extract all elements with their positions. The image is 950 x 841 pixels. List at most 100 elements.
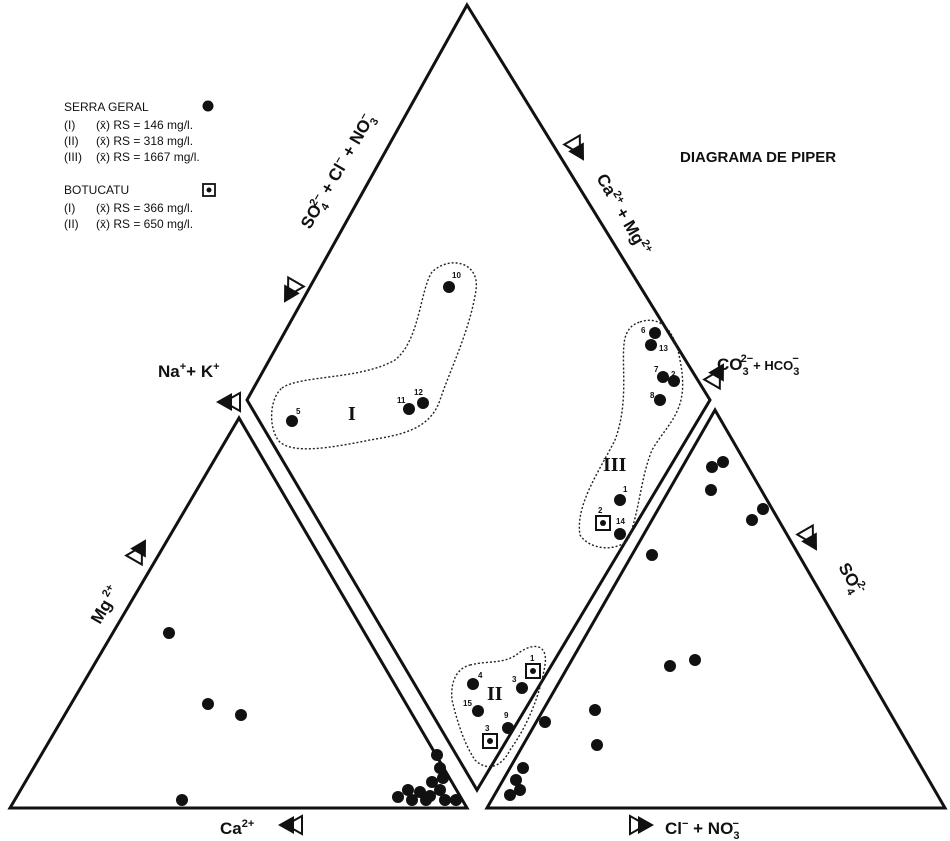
svg-text:Ca2+ + Mg2+: Ca2+ + Mg2+ [593,170,656,259]
envelope-group-i [271,262,477,450]
group-label-i: I [348,403,356,425]
serra-geral-point [689,654,701,666]
legend-text: (x̄) RS = 366 mg/l. [96,201,193,215]
serra-geral-point [657,371,669,383]
point-label: 13 [659,344,668,353]
central-diamond [245,2,712,793]
serra-geral-point [420,794,432,806]
serra-geral-point [757,503,769,515]
axis-label-mg: Mg 2+ [86,582,123,627]
serra-geral-point [406,794,418,806]
axis-label-ca-mg: Ca2+ + Mg2+ [593,170,656,259]
serra-geral-point [706,461,718,473]
point-label: 2 [598,506,603,515]
serra-geral-point [705,484,717,496]
legend-text: (x̄) RS = 318 mg/l. [96,134,193,148]
point-label: 4 [478,671,483,680]
legend: SERRA GERAL (I) (x̄) RS = 146 mg/l. (II)… [64,100,216,231]
svg-text:SO42-: SO42- [831,559,870,601]
serra-geral-point [514,784,526,796]
serra-geral-point [502,722,514,734]
legend-botucatu-title: BOTUCATU [64,183,129,197]
botucatu-point-dot [487,738,493,744]
serra-geral-point [646,549,658,561]
serra-geral-point [668,375,680,387]
point-label: 7 [654,365,659,374]
serra-geral-point [417,397,429,409]
point-label: 12 [414,388,423,397]
serra-geral-point [434,762,446,774]
botucatu-point-dot [600,520,606,526]
filled-circle-icon [202,100,214,112]
legend-text: (x̄) RS = 650 mg/l. [96,217,193,231]
serra-geral-point [402,784,414,796]
serra-geral-point [654,394,666,406]
serra-geral-point [450,794,462,806]
point-label: 2 [671,370,676,379]
serra-geral-point [431,749,443,761]
arrow-icon [215,392,241,412]
svg-text:SO42− + Cl− + NO3−: SO42− + Cl− + NO3− [296,110,381,234]
legend-group: (III) [64,150,82,164]
serra-geral-point [649,327,661,339]
arrow-icon [125,533,155,566]
arrow-icon [277,815,303,835]
axis-label-so4-cl-no3: SO42− + Cl− + NO3− [296,110,381,234]
svg-text:Mg 2+: Mg 2+ [86,582,123,627]
axis-label-co3-hco3: CO32−+ HCO3− [717,353,799,378]
serra-geral-point [539,716,551,728]
serra-geral-point [426,776,438,788]
axis-label-cl-no3: Cl− + NO3− [665,818,739,841]
diagram-title: DIAGRAMA DE PIPER [680,149,836,166]
legend-serra-geral-title: SERRA GERAL [64,100,149,114]
axis-label-na-k: Na++ K+ [158,361,220,381]
serra-geral-point [591,739,603,751]
group-label-ii: II [487,683,503,705]
axis-label-so4: SO42- [831,559,870,601]
point-label: 10 [452,271,461,280]
point-label: 11 [397,396,406,405]
serra-geral-point [614,494,626,506]
point-label: 15 [463,699,472,708]
serra-geral-point [516,682,528,694]
serra-geral-point [614,528,626,540]
legend-group: (II) [64,217,79,231]
point-label: 6 [641,326,646,335]
serra-geral-point [589,704,601,716]
serra-geral-point [286,415,298,427]
serra-geral-point [403,403,415,415]
serra-geral-point [202,698,214,710]
serra-geral-point [163,627,175,639]
legend-group: (II) [64,134,79,148]
serra-geral-point [746,514,758,526]
legend-text: (x̄) RS = 1667 mg/l. [96,150,200,164]
arrow-icon [796,524,826,557]
serra-geral-point [439,794,451,806]
point-label: 3 [485,724,490,733]
point-label: 9 [504,711,509,720]
group-label-iii: III [603,454,627,476]
serra-geral-point [434,784,446,796]
axis-label-ca: Ca2+ [220,818,254,838]
serra-geral-point [645,339,657,351]
point-label: 1 [623,485,628,494]
serra-geral-point [467,678,479,690]
point-label: 8 [650,391,655,400]
serra-geral-point [517,762,529,774]
serra-geral-point [437,772,449,784]
point-label: 14 [616,517,625,526]
point-label: 5 [296,407,301,416]
serra-geral-point [235,709,247,721]
serra-geral-point [504,789,516,801]
anion-triangle [484,406,948,810]
serra-geral-point [443,281,455,293]
point-label: 3 [512,675,517,684]
point-label: 1 [530,654,535,663]
serra-geral-point [472,705,484,717]
legend-group: (I) [64,118,75,132]
boxed-dot-icon [202,183,216,197]
serra-geral-point [664,660,676,672]
arrow-icon [563,134,593,167]
serra-geral-point [176,794,188,806]
